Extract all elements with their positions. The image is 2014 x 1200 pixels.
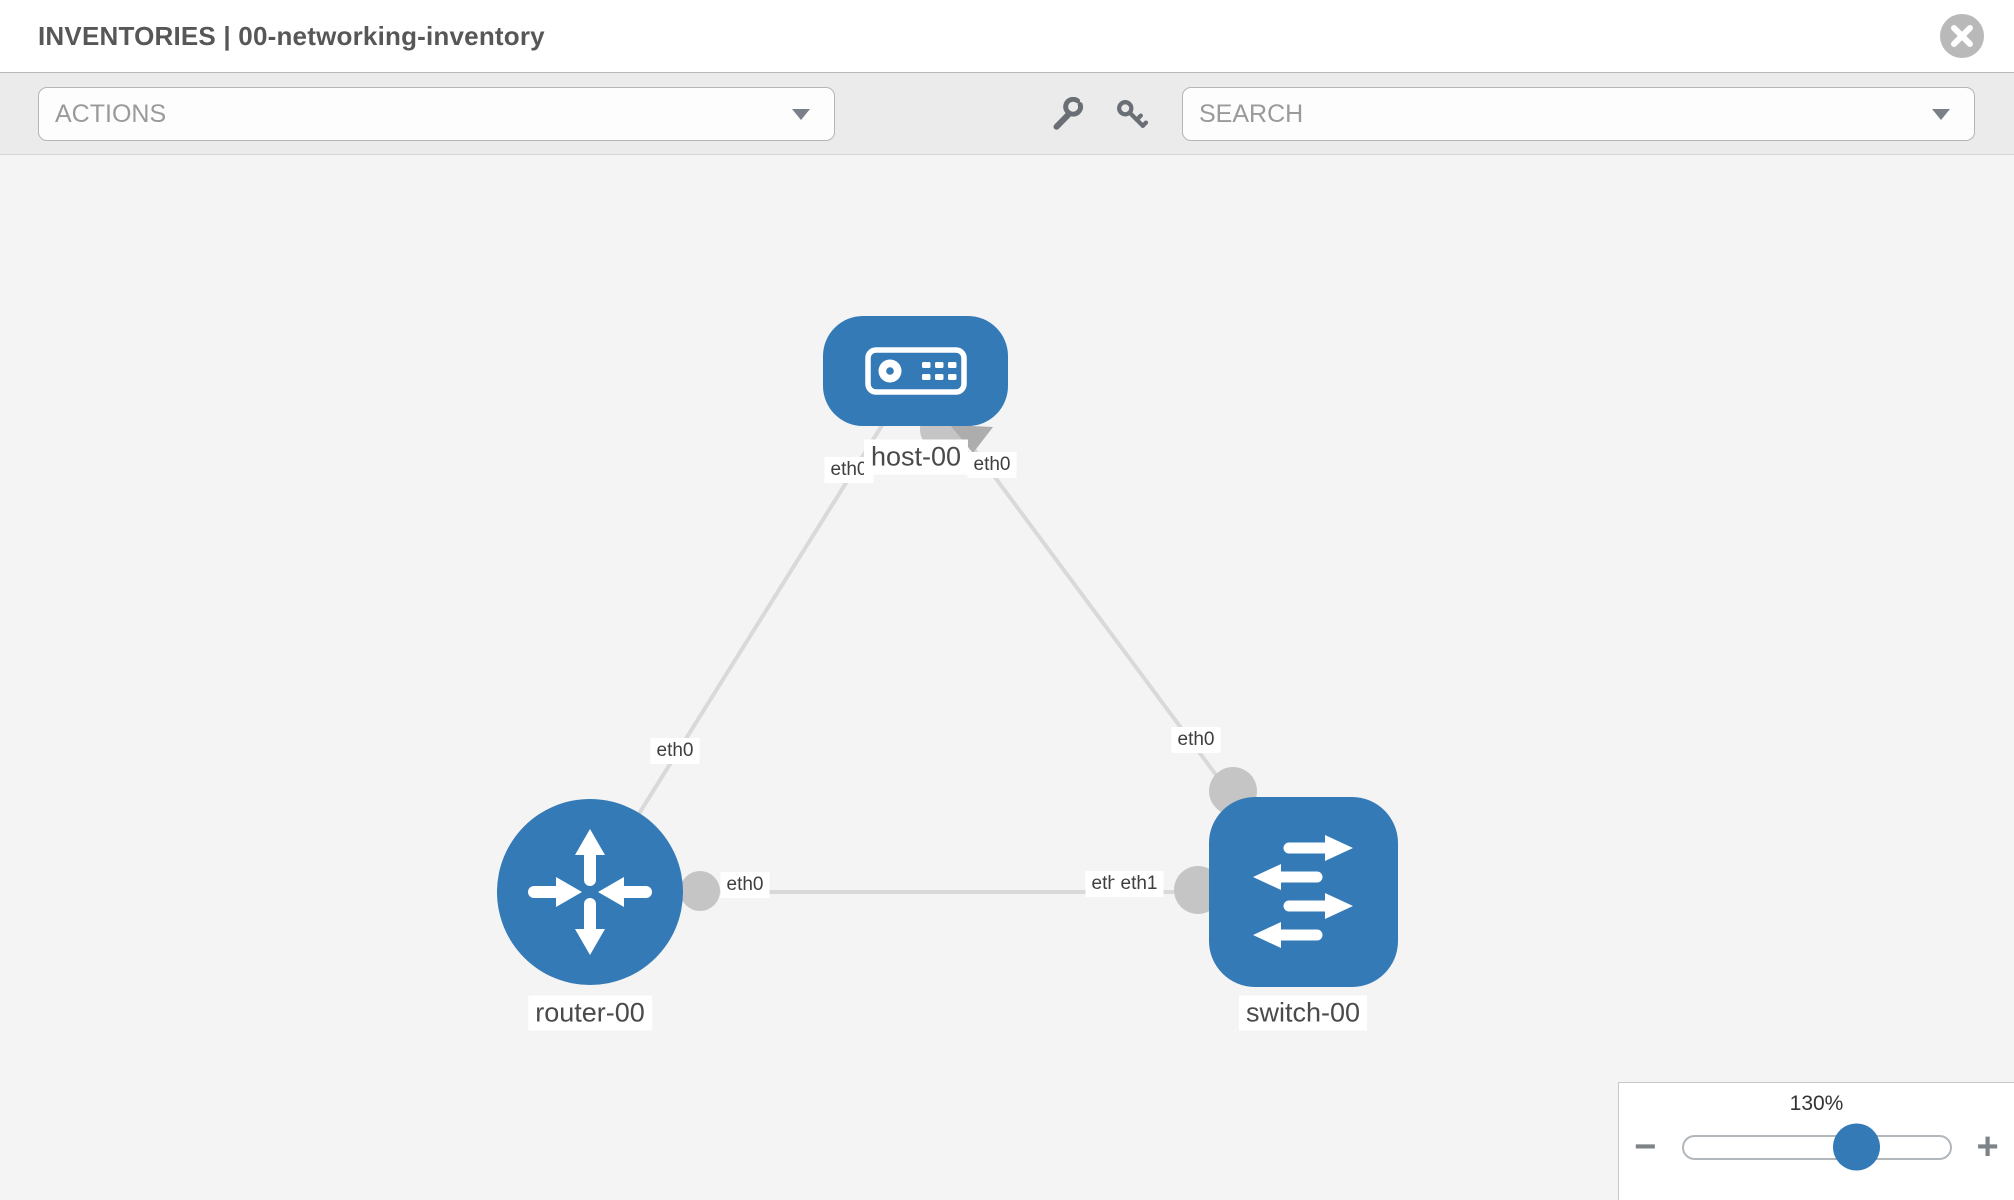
switch-icon <box>1253 835 1353 948</box>
interface-endpoints-layer <box>680 405 1257 914</box>
actions-dropdown[interactable]: ACTIONS <box>38 87 835 141</box>
node-label-host: host-00 <box>863 439 969 475</box>
node-label-router: router-00 <box>528 995 652 1031</box>
zoom-panel: 130% − + <box>1618 1082 2014 1200</box>
search-dropdown[interactable]: SEARCH <box>1182 87 1975 141</box>
host-icon <box>865 347 967 395</box>
port-label-switch-eth0: eth0 <box>1171 727 1221 753</box>
header: INVENTORIES | 00-networking-inventory <box>0 0 2014 72</box>
interface-dot-router-eth0[interactable] <box>680 871 720 911</box>
chevron-down-icon <box>1932 109 1950 120</box>
zoom-level: 130% <box>1789 1092 1844 1115</box>
zoom-slider[interactable] <box>1681 1123 1952 1171</box>
toolbar: ACTIONS SEARCH <box>0 72 2014 155</box>
tools-button[interactable] <box>1048 96 1084 133</box>
router-icon <box>528 829 652 955</box>
close-icon <box>1951 25 1973 47</box>
node-host-00[interactable] <box>823 316 1008 426</box>
node-router-00[interactable] <box>497 799 683 985</box>
search-placeholder: SEARCH <box>1199 100 1304 128</box>
actions-dropdown-label: ACTIONS <box>55 100 167 128</box>
page-title: INVENTORIES | 00-networking-inventory <box>38 21 545 51</box>
zoom-slider-knob[interactable] <box>1832 1123 1880 1171</box>
zoom-in-button[interactable]: + <box>1976 1126 1999 1168</box>
node-switch-00[interactable] <box>1209 797 1398 987</box>
port-label-switch-eth1: eth1 <box>1114 871 1164 897</box>
interface-wedge-host <box>950 425 993 453</box>
key-icon <box>1117 100 1149 128</box>
port-label-router-eth0: eth0 <box>720 872 770 898</box>
zoom-out-button[interactable]: − <box>1634 1126 1657 1168</box>
chevron-down-icon <box>792 109 810 120</box>
credentials-button[interactable] <box>1114 97 1150 133</box>
topology-canvas[interactable]: host-00 router-00 switch-00 eth0 eth0 et… <box>0 155 2014 1200</box>
port-label-host-eth0-right: eth0 <box>967 452 1017 478</box>
wrench-icon <box>1053 96 1084 130</box>
node-label-switch: switch-00 <box>1238 995 1368 1031</box>
close-button[interactable] <box>1940 14 1984 58</box>
port-label-router-host-eth0: eth0 <box>650 738 700 764</box>
